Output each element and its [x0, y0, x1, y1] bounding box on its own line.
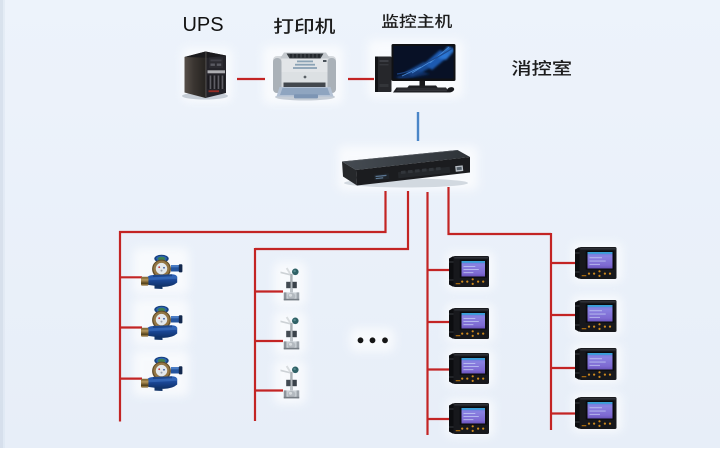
svg-text:UPS: UPS: [182, 14, 223, 36]
